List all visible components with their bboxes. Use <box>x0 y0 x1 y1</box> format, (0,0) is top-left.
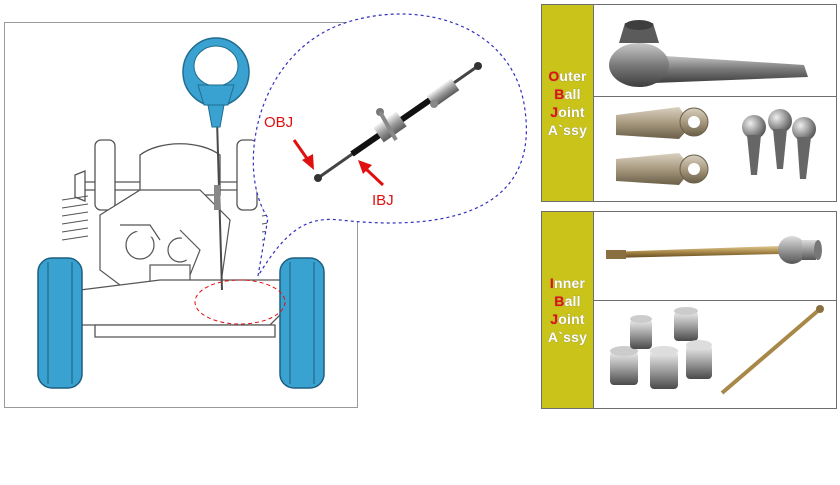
ball-stud-icon <box>616 107 816 185</box>
label-line-2: Ball <box>554 86 581 102</box>
ibj-arrow <box>358 160 385 187</box>
inner-ball-joint-block: Inner Ball Joint A`ssy <box>541 211 837 409</box>
callout-bubble <box>252 13 527 277</box>
outer-ball-joint-block: Outer Ball Joint A`ssy <box>541 4 837 202</box>
chassis-illustration <box>37 13 527 389</box>
label-line-1: Outer <box>548 68 587 84</box>
label-line-1: Inner <box>549 275 586 291</box>
tire-icon <box>279 257 325 389</box>
tie-rod-end-icon <box>609 20 808 87</box>
label-line-2: Ball <box>554 293 581 309</box>
inner-tie-rod-photo <box>594 212 836 301</box>
front-subframe <box>79 279 291 338</box>
ball-stud-icon <box>610 305 824 395</box>
steering-wheel-icon <box>182 37 250 128</box>
label-line-3: Joint <box>550 311 585 327</box>
rear-axle <box>74 139 281 211</box>
steering-column <box>214 119 223 291</box>
engine-block <box>99 189 231 301</box>
ibj-label: IBJ <box>372 192 394 209</box>
obj-label: OBJ <box>264 114 294 131</box>
rack-highlight-ellipse <box>194 279 286 325</box>
outer-tie-rod-photo <box>594 5 836 97</box>
outer-ball-joint-label: Outer Ball Joint A`ssy <box>542 5 594 201</box>
label-line-4: A`ssy <box>547 122 588 138</box>
inner-ball-joint-label: Inner Ball Joint A`ssy <box>542 212 594 408</box>
tire-icon <box>37 257 83 389</box>
obj-arrow <box>292 139 314 170</box>
rack-and-pinion-icon <box>314 62 482 182</box>
inner-joint-parts-photo <box>594 301 836 408</box>
coil-spring-left <box>61 195 89 241</box>
label-line-3: Joint <box>550 104 585 120</box>
inner-tie-rod-icon <box>606 236 822 264</box>
label-line-4: A`ssy <box>547 329 588 345</box>
ball-joint-parts-photo <box>594 97 836 201</box>
